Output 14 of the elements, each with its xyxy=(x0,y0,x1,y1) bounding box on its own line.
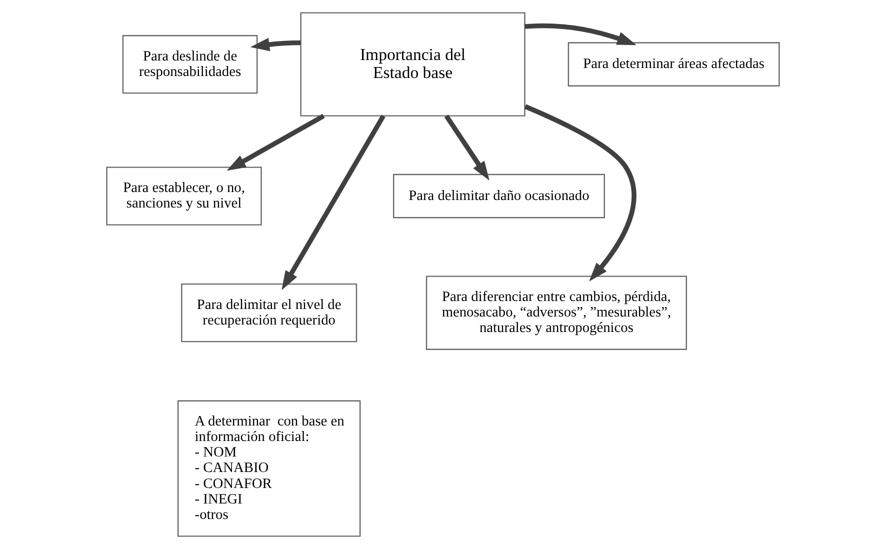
node-box: Para delimitar daño ocasionado xyxy=(392,174,604,218)
node-box: Para deslinde de responsabilidades xyxy=(122,35,258,94)
node-box: Importancia del Estado base xyxy=(300,12,525,116)
node-box: Para determinar áreas afectadas xyxy=(567,42,780,86)
arrow xyxy=(281,114,385,290)
arrow xyxy=(524,104,636,282)
arrow xyxy=(444,114,489,181)
node-box: Para diferenciar entre cambios, pérdida, menosacabo, “adversos”, ”mesurables”, naturales y antropogénicos xyxy=(425,276,686,350)
arrow xyxy=(226,114,324,171)
arrow xyxy=(524,23,636,46)
node-box: Para delimitar el nivel de recuperación requerido xyxy=(180,283,357,342)
node-box: Para establecer, o no, sanciones y su nivel xyxy=(106,166,262,226)
node-box: A determinar con base en información oficial: - NOM - CANABIO - CONAFOR - INEGI -otros xyxy=(176,400,360,537)
arrow xyxy=(250,38,300,52)
